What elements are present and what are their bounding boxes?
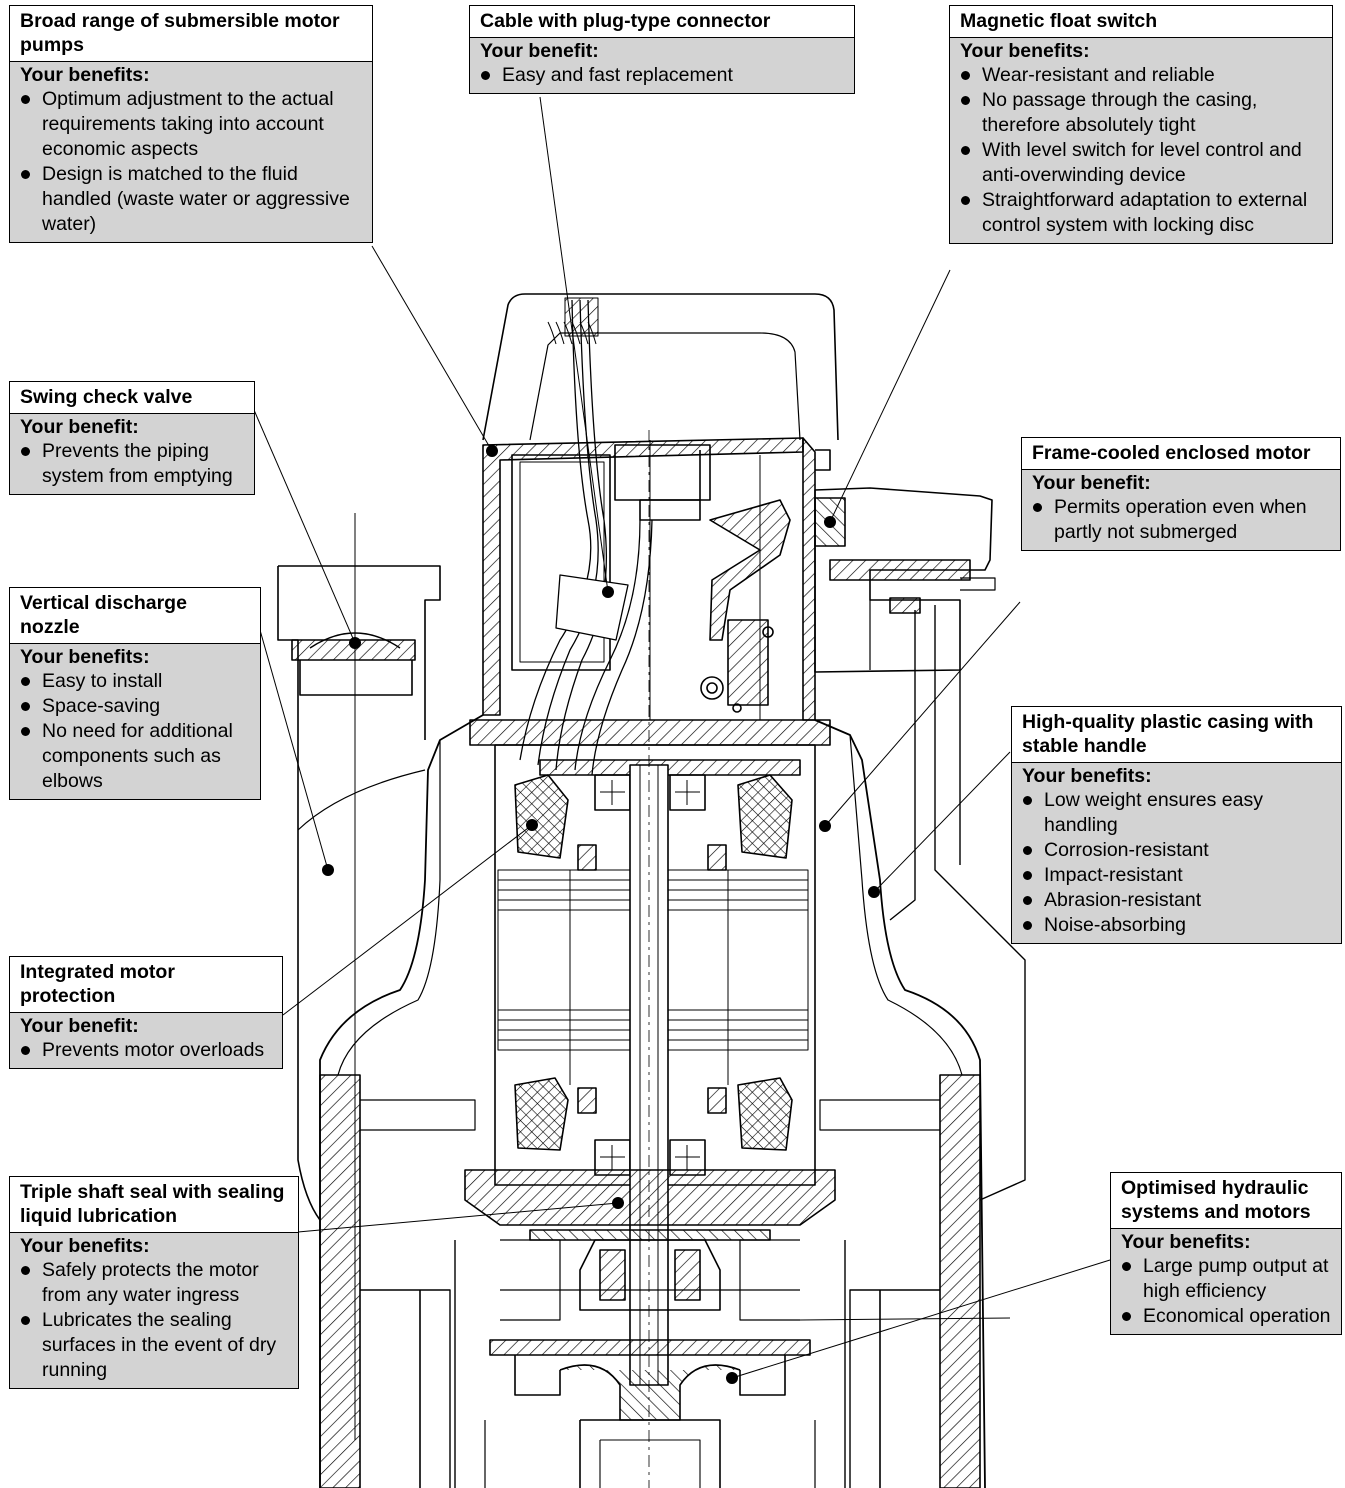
benefit-item: Abrasion-resistant: [1022, 888, 1331, 913]
callout-dot: [868, 886, 880, 898]
callout-shaft-seal: Triple shaft seal with sealing liquid lu…: [9, 1176, 299, 1389]
benefit-item: Economical operation: [1121, 1304, 1331, 1329]
handle: [482, 293, 839, 441]
benefit-item: Prevents motor overloads: [20, 1038, 272, 1063]
callout-title: Triple shaft seal with sealing liquid lu…: [10, 1177, 298, 1233]
callout-title: Broad range of submersible motor pumps: [10, 6, 372, 62]
leader-lines: [253, 96, 1111, 1379]
callout-dot: [526, 819, 538, 831]
callout-dot: [602, 586, 614, 598]
upper-casing-wall: [482, 437, 831, 721]
lower-casing: [319, 714, 986, 1488]
callout-plastic-casing: High-quality plastic casing with stable …: [1011, 706, 1342, 944]
callout-title: Frame-cooled enclosed motor: [1022, 438, 1340, 470]
benefit-item: Lubricates the sealing surfaces in the e…: [20, 1308, 288, 1383]
callout-benefit-heading: Your benefit:: [20, 1015, 139, 1037]
benefit-item: Noise-absorbing: [1022, 913, 1331, 938]
callout-benefit-heading: Your benefit:: [20, 416, 139, 438]
callout-title: Vertical discharge nozzle: [10, 588, 260, 644]
callout-cable: Cable with plug-type connector Your bene…: [469, 5, 855, 94]
callout-dot: [322, 864, 334, 876]
benefit-item: Design is matched to the fluid handled (…: [20, 162, 362, 237]
callout-dot: [726, 1372, 738, 1384]
benefit-item: Safely protects the motor from any water…: [20, 1258, 288, 1308]
callout-title: Cable with plug-type connector: [470, 6, 854, 38]
benefit-item: Corrosion-resistant: [1022, 838, 1331, 863]
seal-housing: [454, 1169, 846, 1488]
benefit-item: Straightforward adaptation to external c…: [960, 188, 1322, 238]
callout-benefit-heading: Your benefits:: [960, 40, 1090, 62]
benefit-item: No passage through the casing, therefore…: [960, 88, 1322, 138]
callout-title: High-quality plastic casing with stable …: [1012, 707, 1341, 763]
callout-benefit-heading: Your benefit:: [1032, 472, 1151, 494]
callout-hydraulic: Optimised hydraulic systems and motors Y…: [1110, 1172, 1342, 1335]
callout-title: Optimised hydraulic systems and motors: [1111, 1173, 1341, 1229]
outer-frame: [889, 605, 1026, 1201]
benefit-item: Space-saving: [20, 694, 250, 719]
callout-title: Integrated motor protection: [10, 957, 282, 1013]
benefit-item: Easy and fast replacement: [480, 63, 844, 88]
callout-benefit-heading: Your benefit:: [480, 40, 599, 62]
benefit-item: Large pump output at high efficiency: [1121, 1254, 1331, 1304]
callout-dot: [349, 637, 361, 649]
callout-benefit-heading: Your benefits:: [20, 64, 150, 86]
callout-title: Magnetic float switch: [950, 6, 1332, 38]
benefit-item: Optimum adjustment to the actual require…: [20, 87, 362, 162]
benefit-item: Prevents the piping system from emptying: [20, 439, 244, 489]
shaft: [629, 430, 669, 1488]
callout-benefit-heading: Your benefits:: [20, 1235, 150, 1257]
callout-dot: [612, 1197, 624, 1209]
callout-benefit-heading: Your benefits:: [20, 646, 150, 668]
callout-benefit-heading: Your benefits:: [1022, 765, 1152, 787]
callout-dot: [486, 445, 498, 457]
callout-benefit-heading: Your benefits:: [1121, 1231, 1251, 1253]
callout-motor-protection: Integrated motor protection Your benefit…: [9, 956, 283, 1069]
benefit-item: No need for additional components such a…: [20, 719, 250, 794]
benefit-item: Permits operation even when partly not s…: [1032, 495, 1330, 545]
callout-range: Broad range of submersible motor pumps Y…: [9, 5, 373, 243]
discharge-nozzle: [277, 513, 441, 1440]
control-box: [511, 440, 996, 720]
benefit-item: Impact-resistant: [1022, 863, 1331, 888]
callout-dot: [819, 820, 831, 832]
benefit-item: Low weight ensures easy handling: [1022, 788, 1331, 838]
cable: [519, 299, 653, 776]
benefit-item: With level switch for level control and …: [960, 138, 1322, 188]
callout-discharge-nozzle: Vertical discharge nozzle Your benefits:…: [9, 587, 261, 800]
impeller: [484, 1289, 1011, 1488]
benefit-item: Wear-resistant and reliable: [960, 63, 1322, 88]
callout-float-switch: Magnetic float switch Your benefits: Wea…: [949, 5, 1333, 244]
callout-swing-valve: Swing check valve Your benefit: Prevents…: [9, 381, 255, 495]
benefit-item: Easy to install: [20, 669, 250, 694]
callout-title: Swing check valve: [10, 382, 254, 414]
callout-dot: [824, 516, 836, 528]
callout-frame-motor: Frame-cooled enclosed motor Your benefit…: [1021, 437, 1341, 551]
